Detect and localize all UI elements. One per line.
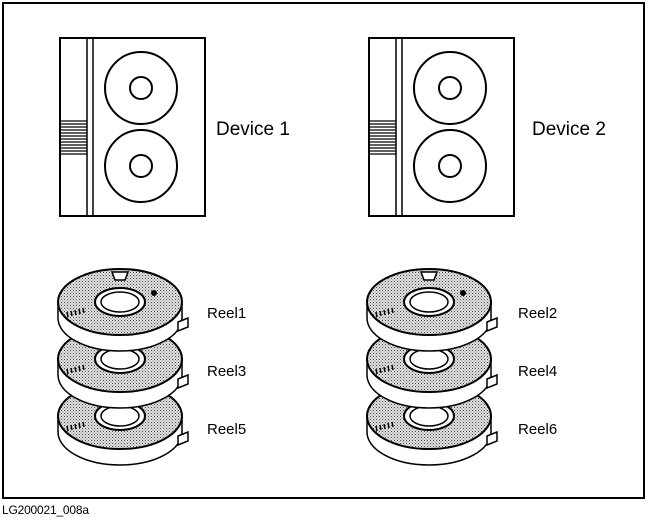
figure-id: LG200021_008a xyxy=(2,503,89,517)
reel-4-label: Reel4 xyxy=(518,363,557,380)
reel-1-label: Reel1 xyxy=(207,305,246,322)
device-1-illustration xyxy=(59,37,206,217)
reel-3-label: Reel3 xyxy=(207,363,246,380)
reel-stack-left xyxy=(57,268,189,466)
reel-5-label: Reel5 xyxy=(207,421,246,438)
reel-2-illustration xyxy=(366,268,498,352)
figure-border xyxy=(2,2,645,499)
reel-1-illustration xyxy=(57,268,189,352)
device-1-label: Device 1 xyxy=(216,119,290,140)
reel-2-label: Reel2 xyxy=(518,305,557,322)
device-2-illustration xyxy=(368,37,515,217)
reel-6-label: Reel6 xyxy=(518,421,557,438)
device-2-label: Device 2 xyxy=(532,119,606,140)
reel-stack-right xyxy=(366,268,498,466)
